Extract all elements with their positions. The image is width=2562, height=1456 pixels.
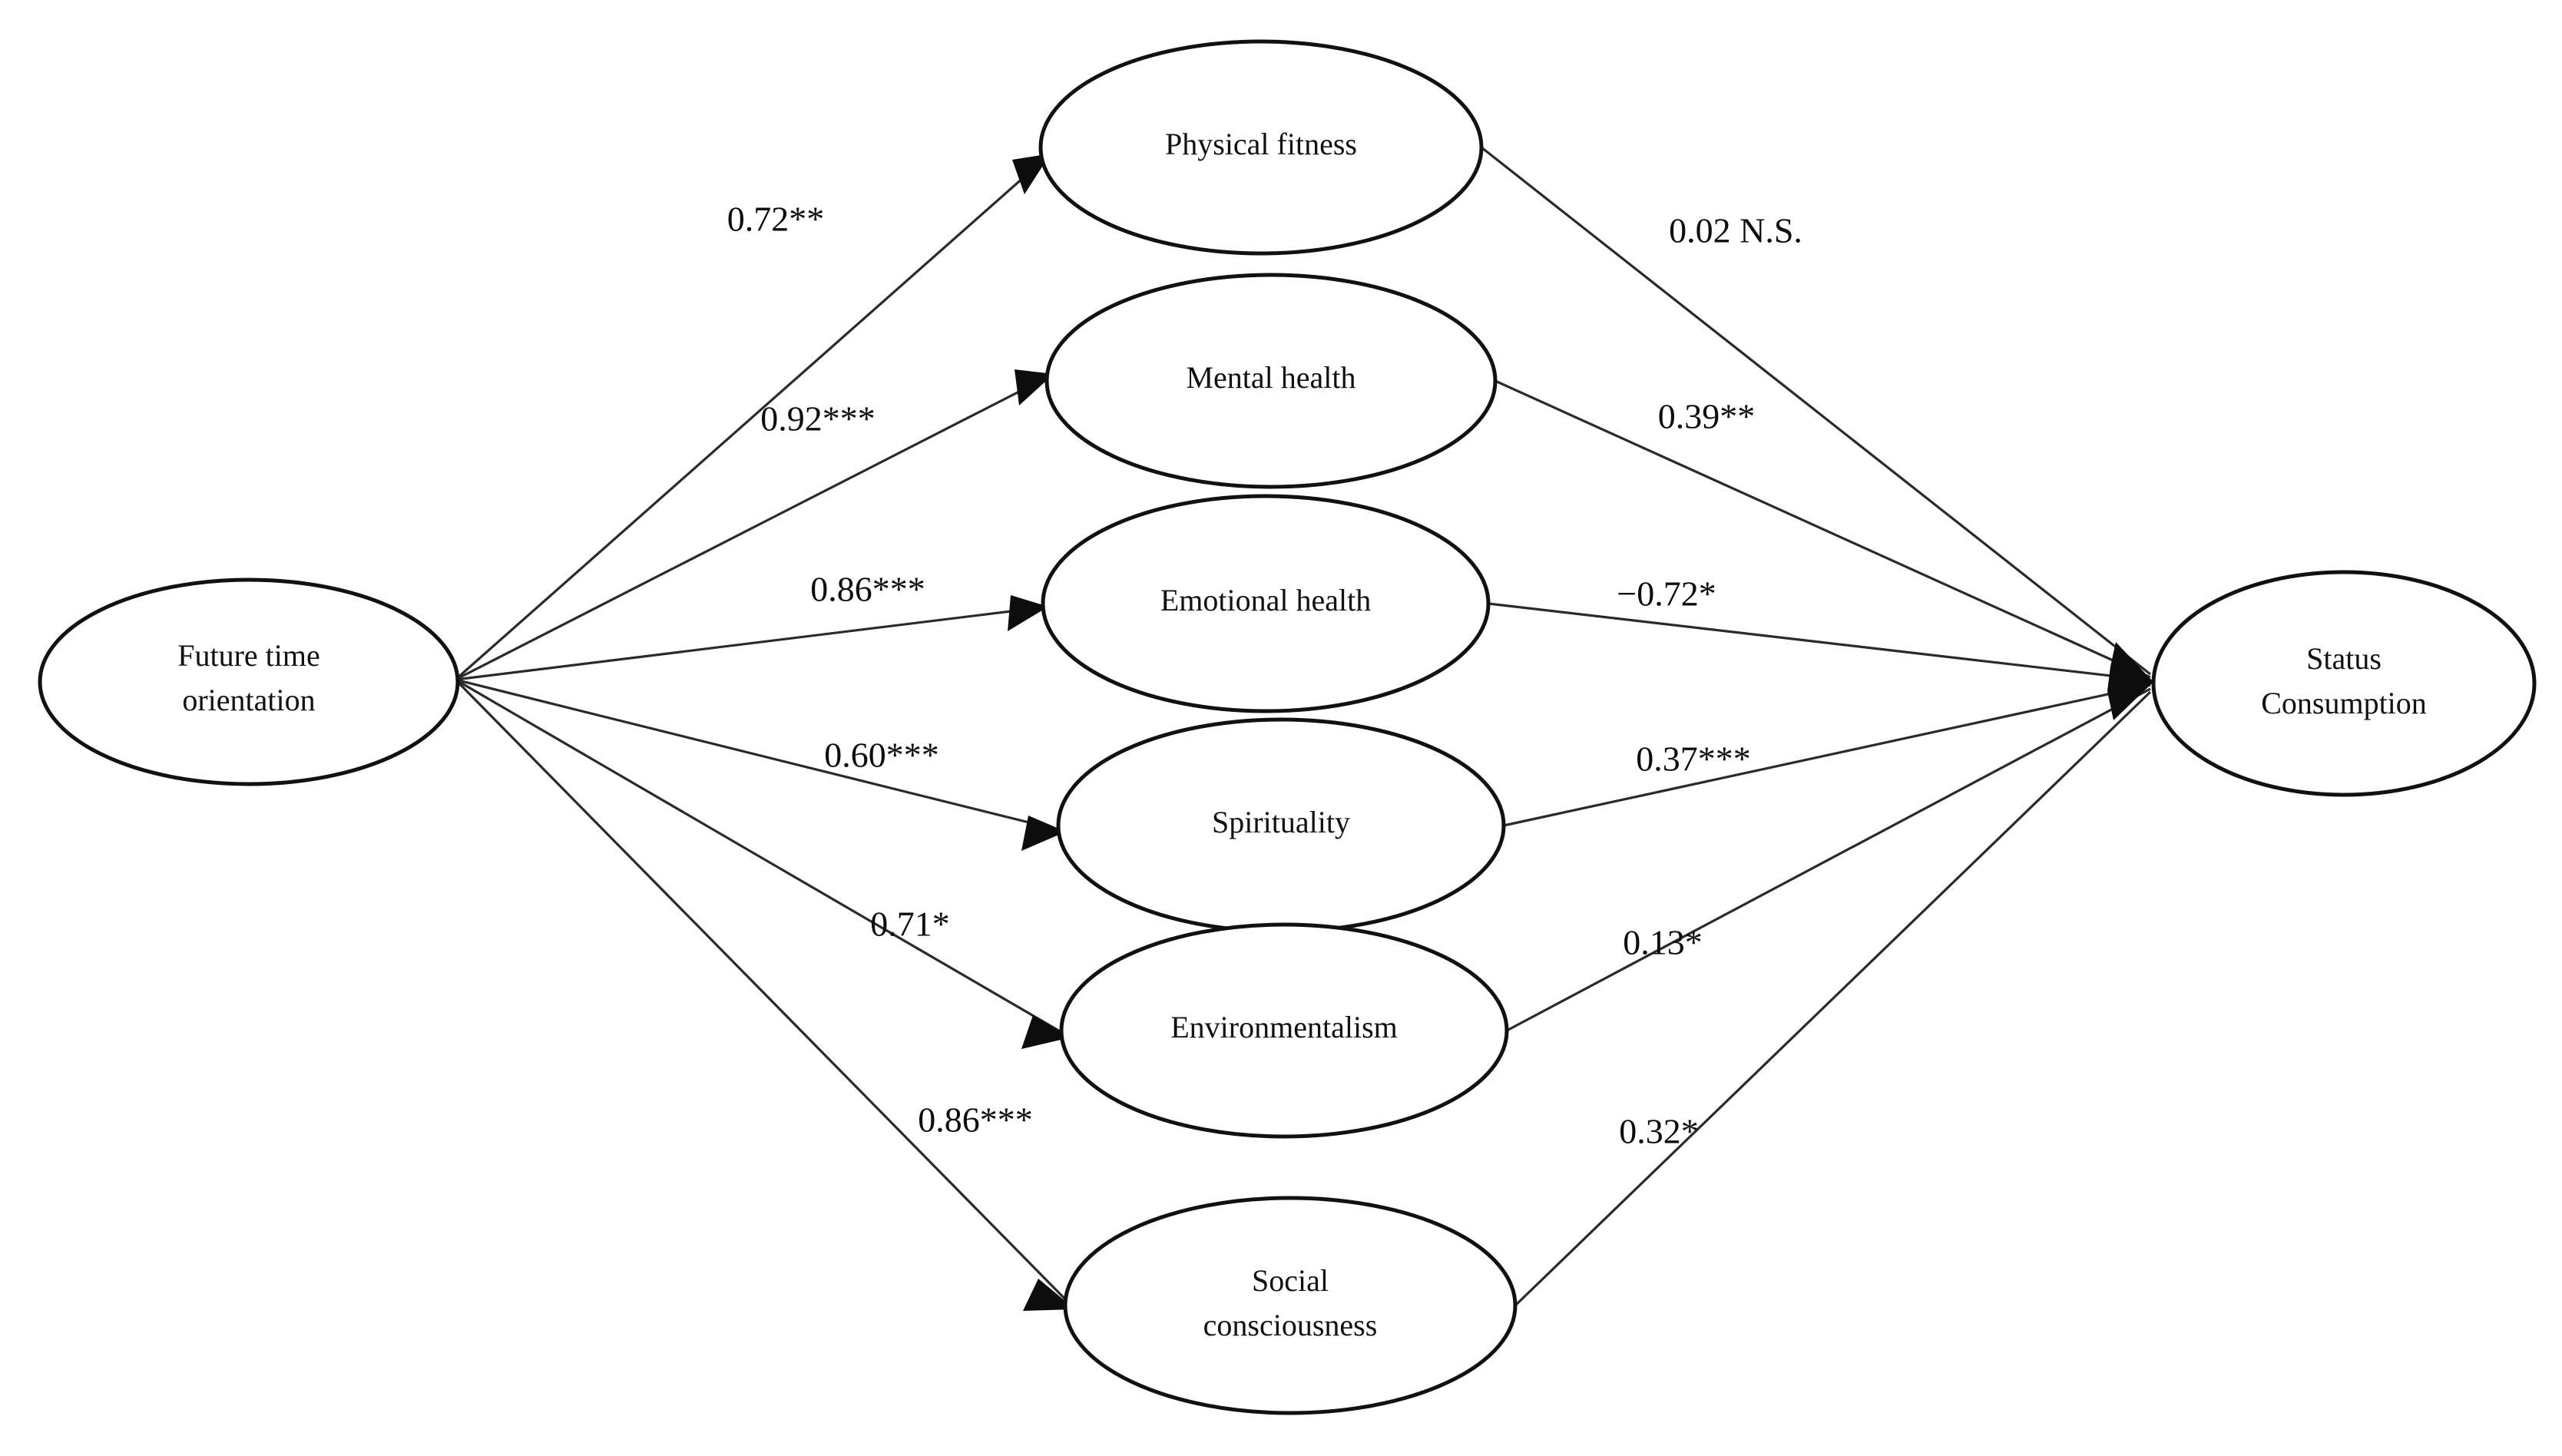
coefficient-label-spirituality-status: 0.37*** [1636, 740, 1751, 779]
path-fto-to-spirituality[interactable] [455, 678, 1067, 851]
coefficient-labels-left: 0.72** 0.92*** 0.86*** 0.60*** 0.71* 0.8… [727, 200, 1033, 1140]
path-fto-to-emotional-health[interactable] [455, 595, 1049, 681]
path-line-fto-emotional-health [455, 605, 1049, 681]
ellipse-mental-health [1044, 273, 1498, 489]
coefficient-label-fto-physical-fitness: 0.72** [727, 200, 825, 239]
arrowhead-mental-health [1015, 369, 1054, 405]
label-future-time-orientation-line1: Future time [177, 638, 320, 673]
path-line-emotional-health-status[interactable] [1488, 602, 2151, 682]
coefficient-label-fto-emotional-health: 0.86*** [810, 570, 925, 609]
arrowhead-environmentalism [1021, 1015, 1071, 1049]
path-line-fto-environmentalism [455, 678, 1071, 1039]
arrowhead-cluster-status-consumption [2107, 642, 2153, 720]
path-line-physical-fitness-status[interactable] [1481, 146, 2151, 676]
node-social-consciousness[interactable]: Social consciousness [1063, 1196, 1518, 1415]
path-fto-to-mental-health[interactable] [455, 369, 1054, 681]
path-fto-to-physical-fitness[interactable] [454, 152, 1052, 681]
node-spirituality[interactable]: Spirituality [1056, 717, 1506, 934]
ellipse-social-consciousness [1063, 1196, 1518, 1415]
ellipse-physical-fitness [1038, 39, 1484, 256]
label-mental-health: Mental health [1186, 360, 1355, 395]
ellipse-environmentalism [1059, 922, 1509, 1139]
label-emotional-health: Emotional health [1160, 583, 1371, 617]
label-status-consumption-line1: Status [2306, 641, 2382, 676]
path-line-fto-physical-fitness [454, 152, 1052, 681]
label-environmentalism: Environmentalism [1170, 1010, 1398, 1044]
path-fto-to-environmentalism[interactable] [455, 678, 1071, 1049]
path-line-spirituality-status[interactable] [1503, 683, 2151, 827]
coefficient-label-physical-fitness-status: 0.02 N.S. [1669, 211, 1802, 250]
coefficient-label-fto-spirituality: 0.60*** [824, 736, 939, 775]
label-future-time-orientation-line2: orientation [182, 683, 315, 717]
coefficient-label-fto-mental-health: 0.92*** [760, 399, 876, 438]
arrowhead-spirituality [1021, 816, 1066, 851]
paths-from-exogenous [454, 152, 1077, 1311]
path-line-environmentalism-status[interactable] [1506, 687, 2151, 1032]
path-fto-to-social-consciousness[interactable] [454, 678, 1077, 1311]
path-line-fto-mental-health [455, 372, 1054, 681]
node-status-consumption[interactable]: Status Consumption [2151, 570, 2537, 797]
path-line-mental-health-status[interactable] [1494, 379, 2151, 679]
node-physical-fitness[interactable]: Physical fitness [1038, 39, 1484, 256]
path-line-fto-social-consciousness [454, 678, 1077, 1311]
paths-to-endogenous [1481, 146, 2153, 1307]
label-social-consciousness-line1: Social [1252, 1263, 1329, 1298]
coefficient-labels-right: 0.02 N.S. 0.39** −0.72* 0.37*** 0.13* 0.… [1617, 211, 1802, 1151]
node-future-time-orientation[interactable]: Future time orientation [38, 577, 460, 786]
node-mental-health[interactable]: Mental health [1044, 273, 1498, 489]
coefficient-label-environmentalism-status: 0.13* [1623, 923, 1703, 962]
coefficient-label-fto-environmentalism: 0.71* [870, 905, 950, 944]
ellipse-emotional-health [1041, 494, 1491, 713]
ellipse-status-consumption [2151, 570, 2537, 797]
coefficient-label-fto-social-consciousness: 0.86*** [918, 1100, 1033, 1140]
label-status-consumption-line2: Consumption [2261, 686, 2427, 720]
coefficient-label-social-consciousness-status: 0.32* [1619, 1112, 1699, 1151]
path-line-social-consciousness-status[interactable] [1514, 690, 2152, 1307]
label-social-consciousness-line2: consciousness [1203, 1308, 1378, 1342]
arrowhead-physical-fitness [1012, 154, 1051, 194]
label-physical-fitness: Physical fitness [1165, 127, 1357, 161]
arrowhead-social-consciousness [1023, 1279, 1075, 1311]
arrowhead-emotional-health [1008, 595, 1048, 631]
node-environmentalism[interactable]: Environmentalism [1059, 922, 1509, 1139]
coefficient-label-emotional-health-status: −0.72* [1617, 574, 1716, 614]
node-emotional-health[interactable]: Emotional health [1041, 494, 1491, 713]
label-spirituality: Spirituality [1212, 805, 1350, 839]
ellipse-future-time-orientation [38, 577, 460, 786]
coefficient-label-mental-health-status: 0.39** [1658, 397, 1756, 436]
path-line-fto-spirituality [455, 678, 1067, 833]
